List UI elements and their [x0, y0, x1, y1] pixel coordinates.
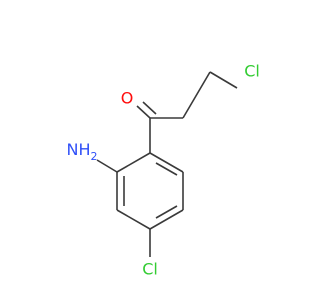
chlorine-top-label: Cl — [244, 62, 260, 81]
oxygen-label: O — [121, 89, 134, 108]
bond-carbonyl-o-2 — [142, 101, 157, 115]
ring-bond-4 — [116, 209, 151, 230]
ring-inner-bond-2 — [155, 205, 178, 219]
bond-carbonyl-o-1 — [136, 105, 151, 119]
molecule-drawing: Cl O NH2 Cl — [67, 62, 260, 279]
bond-ch2-cl — [209, 71, 238, 89]
ring-bond-6 — [116, 152, 151, 173]
bond-ring-amine — [96, 159, 118, 173]
ring-bond-3 — [149, 209, 184, 230]
amine-label: NH2 — [67, 140, 98, 163]
amine-label-main: NH — [67, 140, 91, 159]
chlorine-ring-label: Cl — [142, 260, 158, 279]
structure-canvas: Cl O NH2 Cl — [66, 61, 260, 279]
amine-label-subscript: 2 — [91, 150, 98, 163]
bond-ch2-ch2 — [182, 71, 211, 119]
ring-inner-bond-1 — [155, 162, 178, 176]
ring-bond-1 — [149, 152, 184, 173]
